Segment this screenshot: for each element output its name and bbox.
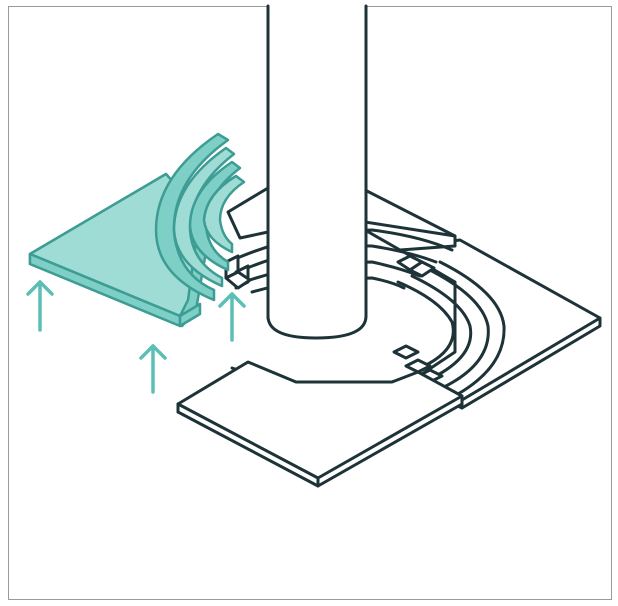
ring-segments-left: [226, 256, 250, 288]
lift-arrow-2: [141, 346, 165, 392]
tile-front: [178, 362, 462, 486]
lift-arrow-1: [28, 282, 52, 330]
pole: [268, 0, 366, 338]
ring-segments-right: [394, 256, 442, 382]
lift-arrow-3: [220, 294, 244, 340]
